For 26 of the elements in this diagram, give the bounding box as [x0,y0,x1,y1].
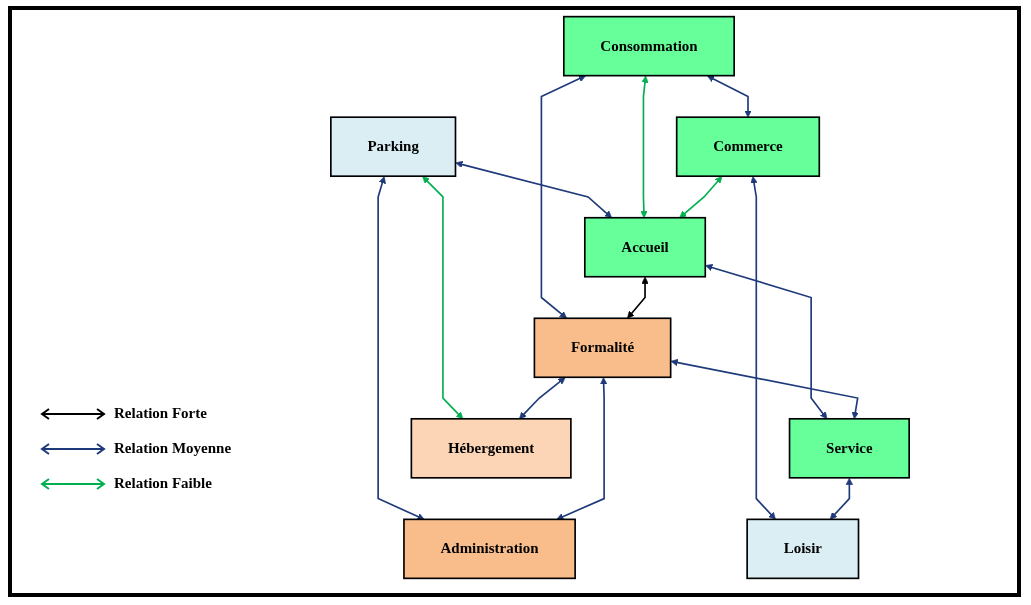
arrow [422,176,464,420]
node-box: Service [788,418,910,479]
arrow [627,276,649,319]
legend-label: Relation Faible [114,475,212,492]
arrow [670,358,859,420]
arrow [519,377,566,420]
arrow [707,75,752,118]
legend-label: Relation Moyenne [114,440,232,457]
legend-label: Relation Forte [114,405,207,422]
node-box: Commerce [675,116,821,177]
arrow [829,477,853,520]
node-box: Loisir [746,518,860,580]
arrow [556,377,608,521]
node-box: Formalité [533,317,672,379]
arrow [377,176,425,520]
arrow [679,176,723,219]
node-box: Administration [403,518,576,580]
arrow [540,75,586,319]
arrow [640,75,649,219]
node-box: Hébergement [410,418,572,479]
arrow [455,160,612,219]
arrow [705,263,828,420]
arrow [750,176,776,520]
node-box: Parking [330,116,457,177]
node-box: Consommation [562,15,735,77]
node-box: Accueil [583,216,707,278]
